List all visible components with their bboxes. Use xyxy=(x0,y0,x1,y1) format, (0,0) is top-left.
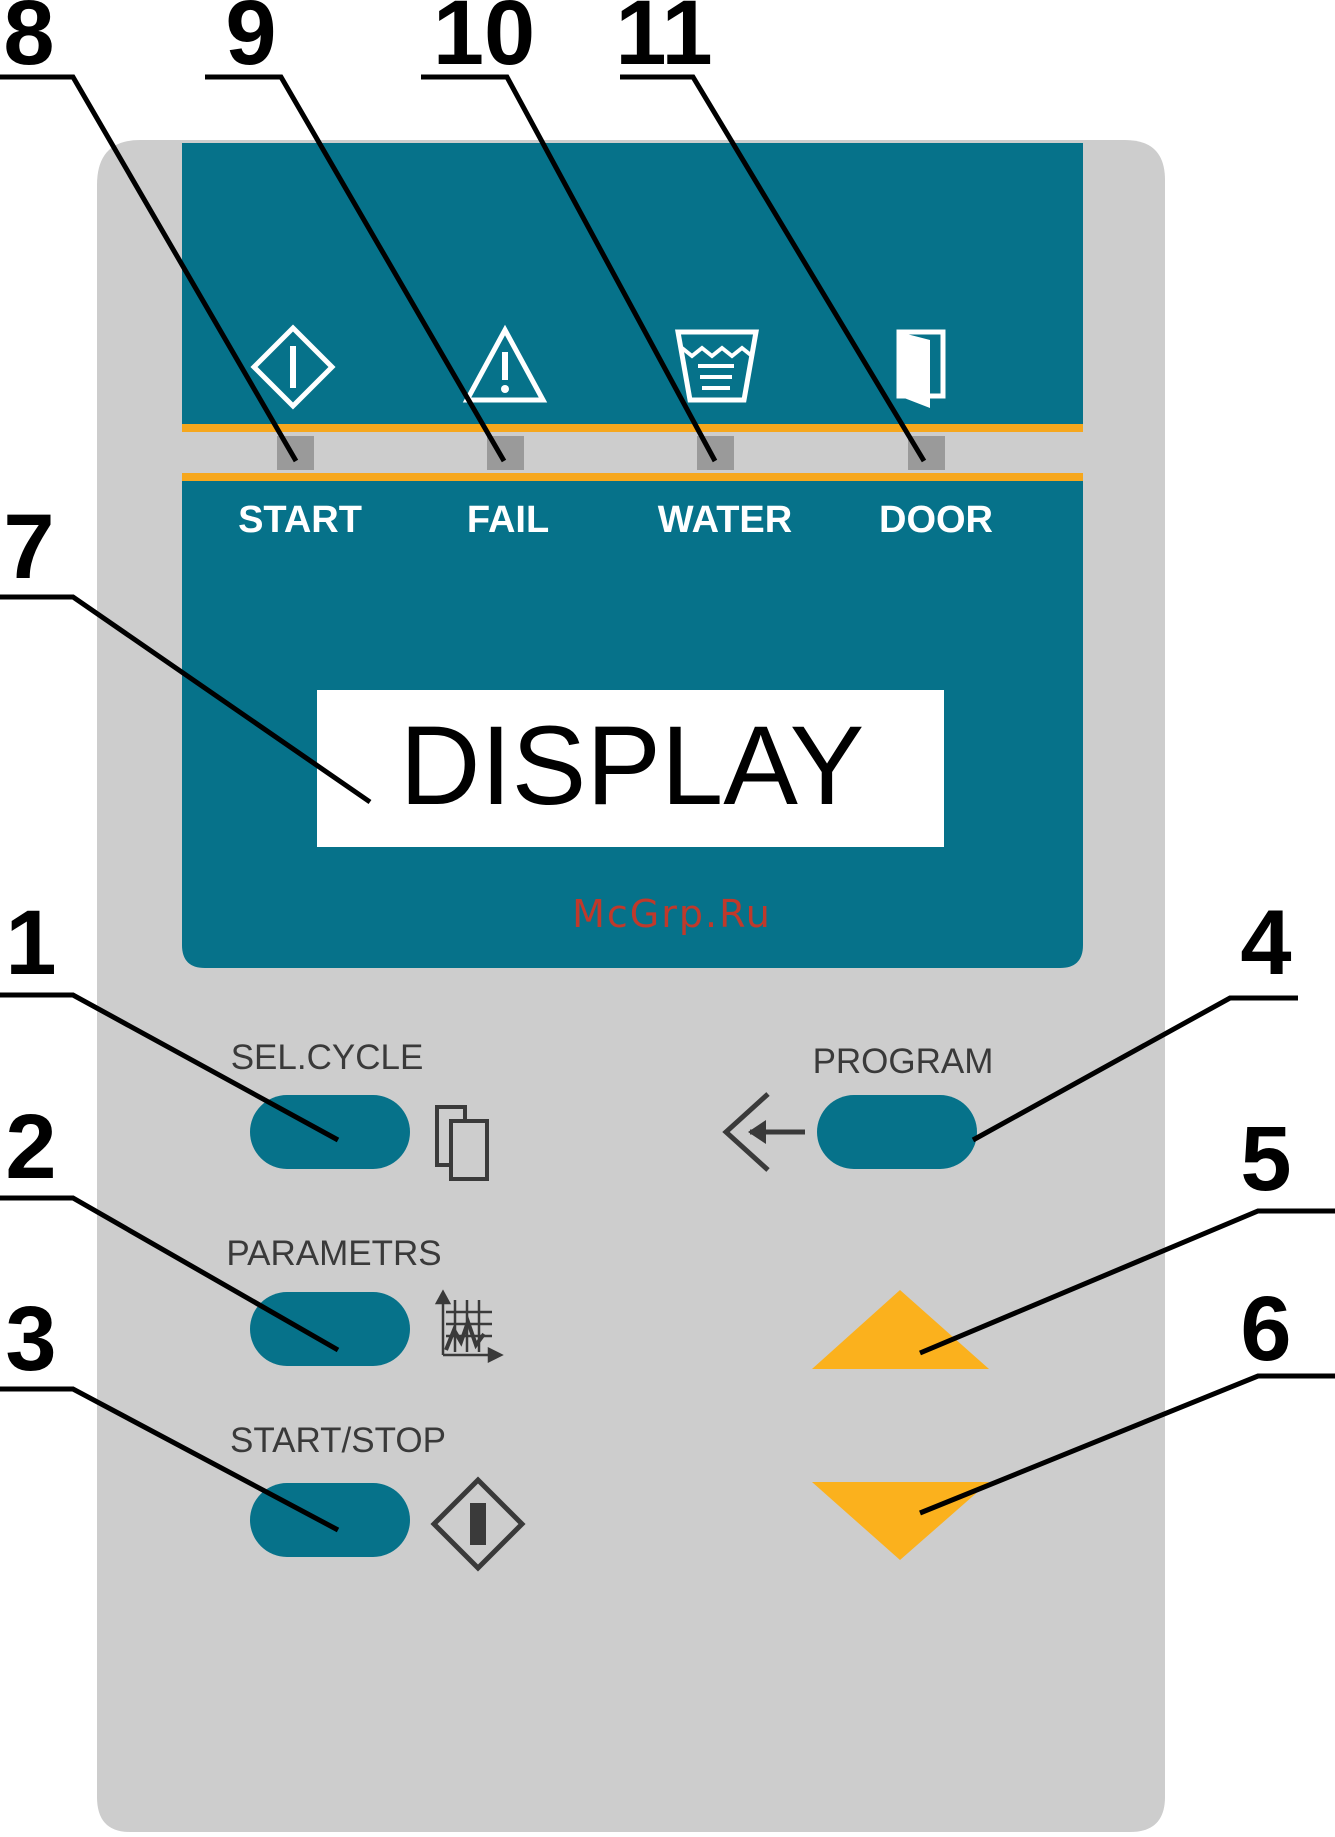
callout-8: 8 xyxy=(3,0,54,84)
display-text: DISPLAY xyxy=(400,703,865,828)
indicator-label-fail: FAIL xyxy=(467,499,549,541)
sel-cycle-label: SEL.CYCLE xyxy=(231,1038,424,1077)
callout-5: 5 xyxy=(1240,1108,1291,1210)
callout-11: 11 xyxy=(615,0,712,84)
callout-9: 9 xyxy=(225,0,276,84)
indicator-label-water: WATER xyxy=(658,499,792,541)
callout-1: 1 xyxy=(5,892,56,994)
callout-10: 10 xyxy=(433,0,535,84)
indicator-label-start: START xyxy=(238,499,362,541)
callout-2: 2 xyxy=(5,1096,56,1198)
callout-6: 6 xyxy=(1240,1278,1291,1380)
accent-stripe-top xyxy=(182,424,1083,432)
indicator-label-door: DOOR xyxy=(879,499,993,541)
led-strip xyxy=(182,424,1083,480)
program-label: PROGRAM xyxy=(813,1042,994,1081)
callout-7: 7 xyxy=(3,496,54,598)
start-stop-label: START/STOP xyxy=(230,1421,446,1460)
watermark: McGrp.Ru xyxy=(572,892,772,936)
program-button[interactable] xyxy=(817,1095,977,1169)
accent-stripe-bottom xyxy=(182,473,1083,481)
callout-4: 4 xyxy=(1240,892,1291,994)
parametrs-label: PARAMETRS xyxy=(226,1234,441,1273)
callout-3: 3 xyxy=(5,1288,56,1390)
parametrs-button[interactable] xyxy=(250,1292,410,1366)
